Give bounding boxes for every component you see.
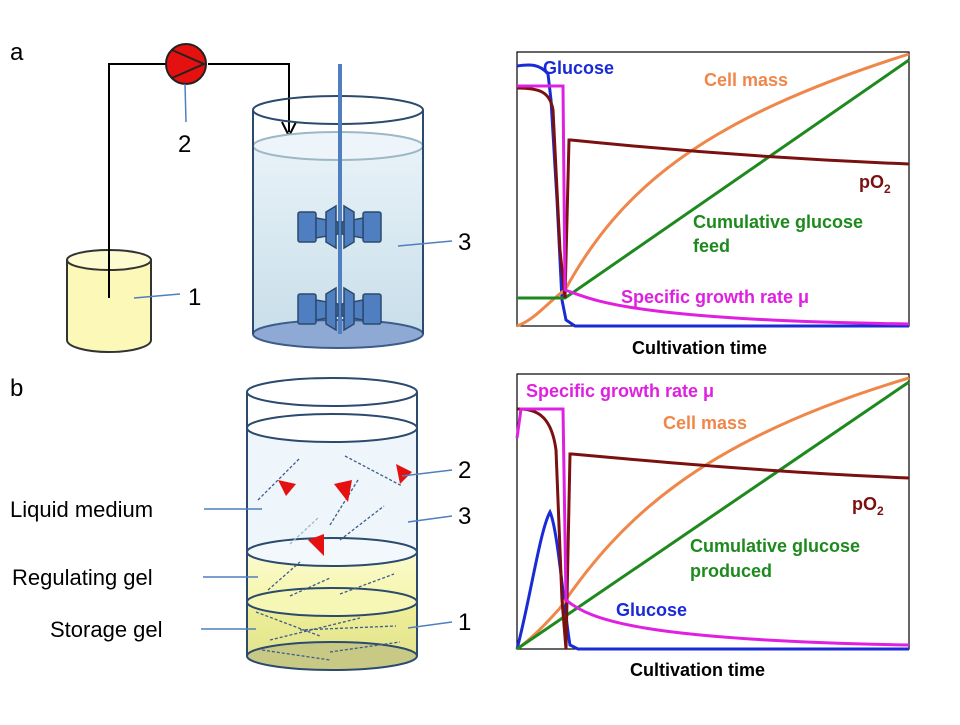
impeller-lower [297,286,382,332]
chart-b: Specific growth rate μ Cell mass pO2 Cum… [515,373,910,680]
enzyme-icons [278,464,412,556]
callout-line-2a [184,83,187,123]
chart-b-label-cumulative: Cumulative glucose [690,536,860,556]
callout-3b: 3 [458,503,471,530]
panel-a-label: a [10,39,24,66]
chart-a-cell-mass-line [516,52,910,328]
feed-tube-outlet [208,63,290,132]
chart-b-label-growth-rate: Specific growth rate μ [526,381,714,401]
callout-line-1b [407,621,453,629]
pump-icon [165,43,207,85]
impeller-upper [297,204,382,250]
chart-b-label-cell-mass: Cell mass [663,413,747,433]
enbase-vessel [246,377,418,671]
feed-tube [108,63,166,298]
layer-label-liquid-medium: Liquid medium [10,497,153,522]
callout-1a: 1 [188,284,201,311]
chart-a-label-cumulative: Cumulative glucose [693,212,863,232]
chart-a-po2-line [516,86,910,299]
callout-line-2b [401,469,453,477]
callout-line-1a [133,293,181,299]
chart-a-label-growth-rate: Specific growth rate μ [621,287,809,307]
chart-b-po2-line [516,407,910,650]
callout-2a: 2 [178,131,191,158]
callout-2b: 2 [458,457,471,484]
chart-b-label-cumulative-2: produced [690,561,772,581]
chart-a-label-glucose: Glucose [543,58,614,78]
chart-b-xlabel: Cultivation time [630,660,765,680]
panel-b-label: b [10,375,23,402]
chart-b-cell-mass-line [516,376,910,651]
chart-a-growth-rate-line [517,84,910,326]
chart-a-label-po2: pO2 [859,172,891,196]
layer-label-regulating-gel: Regulating gel [12,565,153,590]
chart-a-frame [516,51,910,327]
chart-b-growth-rate-line [515,407,910,647]
chart-b-cumulative-line [516,380,910,651]
chart-a-label-cell-mass: Cell mass [704,70,788,90]
chart-a-label-cumulative-2: feed [693,236,730,256]
chart-a-glucose-line [516,63,909,328]
chart-a: Glucose Cell mass pO2 Cumulative glucose… [516,51,910,358]
layer-label-storage-gel: Storage gel [50,617,163,642]
chart-b-label-po2: pO2 [852,494,884,518]
callout-line-3a [397,240,453,247]
callout-1b: 1 [458,609,471,636]
callout-line-3b [407,515,453,523]
chart-b-label-glucose: Glucose [616,600,687,620]
polymer-chains [255,455,403,661]
chart-a-xlabel: Cultivation time [632,338,767,358]
callout-3a: 3 [458,229,471,256]
